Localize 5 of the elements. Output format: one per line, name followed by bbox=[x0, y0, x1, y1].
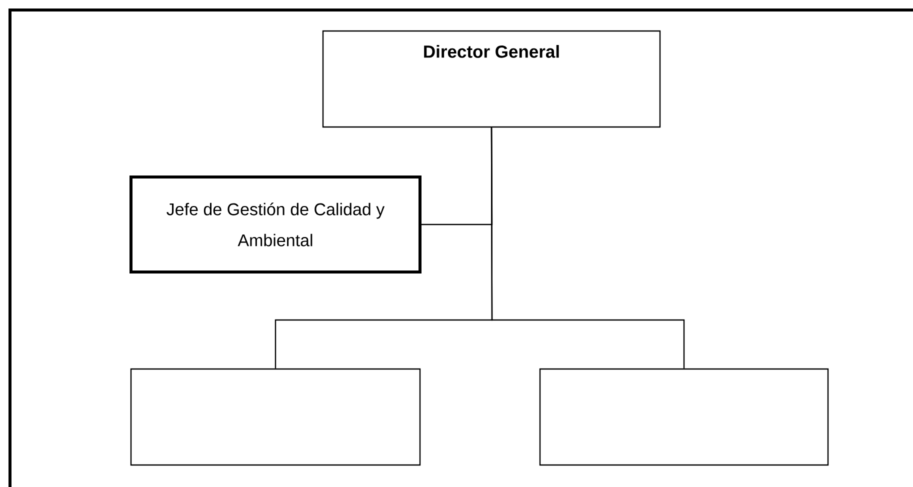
empty-box bbox=[539, 368, 829, 466]
connector-line bbox=[490, 128, 685, 368]
position-box: Director General bbox=[322, 30, 661, 128]
position-box: Jefe de Gestión de Calidad y Ambiental bbox=[130, 176, 422, 274]
empty-box bbox=[130, 368, 421, 466]
